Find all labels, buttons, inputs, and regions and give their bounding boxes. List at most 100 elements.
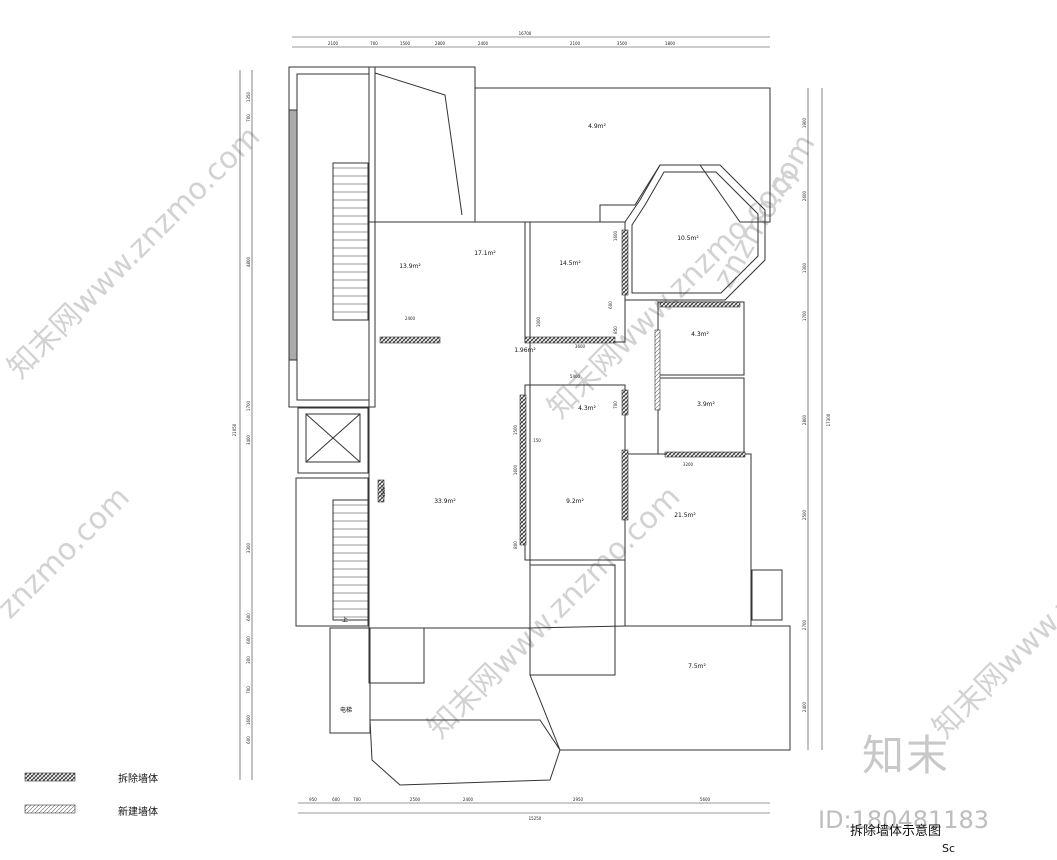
- dim-right-total: 17300: [826, 413, 831, 426]
- demo-wall-8: [664, 451, 746, 458]
- dim-left-label: 3400: [246, 434, 251, 445]
- plan-title: 拆除墙体示意图: [850, 824, 942, 839]
- dim-right-label: 2700: [802, 619, 807, 630]
- stair-lower: [332, 499, 369, 621]
- legend-swatch-new: [24, 804, 76, 814]
- dim-bottom-label: 700: [353, 797, 361, 802]
- elevator-car: [305, 413, 361, 463]
- top-storage-room: [368, 66, 476, 223]
- dimension-lines: [239, 36, 823, 814]
- dim-inner-label: 800: [513, 541, 518, 549]
- room-area-label: 13.9m²: [399, 263, 421, 270]
- legend-swatch-demolished: [24, 772, 76, 782]
- dim-inner-label: 5400: [570, 374, 581, 379]
- dim-right-label: 2400: [802, 701, 807, 712]
- room-area-label: 7.5m²: [688, 663, 706, 670]
- dim-top-label: 3500: [617, 41, 628, 46]
- bottom-terrace: [529, 625, 791, 751]
- dim-top-label: 2800: [435, 41, 446, 46]
- elevator-cross-2: [305, 413, 361, 463]
- bottom-left-balcony: [369, 719, 561, 786]
- plan-scale: Sc: [942, 842, 956, 855]
- octagon-room-inner: [631, 171, 759, 294]
- room-3-9: [657, 377, 745, 455]
- demo-wall-6: [519, 394, 527, 546]
- room-area-label: 21.5m²: [674, 512, 696, 519]
- dim-left-label: 300: [246, 656, 251, 664]
- dim-top-label: 700: [370, 41, 378, 46]
- demolished-walls: [377, 229, 746, 546]
- dim-left-label: 1350: [246, 91, 251, 102]
- room-area-label: 4.3m²: [578, 405, 596, 412]
- watermark-text-4: 知末网www.znzmo.com: [926, 479, 1057, 745]
- dim-bottom-label: 600: [332, 797, 340, 802]
- legend-new-label: 新建墙体: [118, 807, 158, 818]
- dim-bottom-total: 15250: [529, 816, 542, 821]
- dim-bottom-label: 2500: [410, 797, 421, 802]
- dim-inner-label: 2400: [405, 316, 416, 321]
- dim-top-label: 1800: [665, 41, 676, 46]
- room-area-label: 9.2m²: [566, 498, 584, 505]
- dim-left-label: 1700: [246, 400, 251, 411]
- demo-wall-5: [621, 449, 629, 521]
- dim-left-label: 3300: [246, 542, 251, 553]
- dim-right-label: 2800: [802, 414, 807, 425]
- demo-wall-10: [654, 329, 661, 411]
- dim-inner-label: 1500: [513, 424, 518, 435]
- watermark-layer: 知末网www.znzmo.com 知末网www.znzmo.com 知末网www…: [0, 119, 1057, 745]
- watermark-text-3: 知末网www.znzmo.com: [421, 479, 687, 745]
- demo-wall-1: [379, 336, 441, 344]
- stair-treads: [333, 167, 368, 618]
- dim-left-label: 700: [246, 114, 251, 122]
- room-area-label: 1.96m²: [514, 347, 536, 354]
- demo-wall-7: [659, 301, 741, 308]
- stair-up-label: 上: [342, 616, 348, 624]
- demo-wall-9: [377, 479, 385, 503]
- dim-top-total: 16700: [519, 31, 532, 36]
- dim-left-label: 600: [246, 636, 251, 644]
- room-area-label: 14.5m²: [559, 260, 581, 267]
- demo-wall-2: [524, 336, 616, 344]
- demo-wall-3: [621, 229, 629, 296]
- bottom-box-room: [529, 564, 616, 676]
- stair-upper: [332, 162, 369, 321]
- left-tower-outer: [288, 66, 376, 408]
- dim-left-label: 600: [246, 613, 251, 621]
- dim-left-labels: 1350700480017003400330060060030070016006…: [246, 91, 251, 743]
- room-area-label: 33.9m²: [434, 498, 456, 505]
- main-hall-outline: [368, 221, 531, 629]
- top-storage-diagonal: [374, 72, 463, 216]
- room-area-label: 4.9m²: [588, 123, 606, 130]
- room-area-label: 4.3m²: [691, 331, 709, 338]
- dim-top-label: 2100: [328, 41, 339, 46]
- dim-bottom-label: 2400: [463, 797, 474, 802]
- room-area-label: 10.5m²: [677, 235, 699, 242]
- dim-inner-labels: 2400540032003600100016001508507001500160…: [381, 230, 694, 548]
- watermark-id: ID:180481183: [818, 806, 990, 834]
- dim-bottom-label: 5600: [700, 797, 711, 802]
- dim-inner-label: 3200: [683, 462, 694, 467]
- top-terrace: [474, 87, 771, 223]
- elevator-shaft: [297, 407, 369, 474]
- elevator-label: 电梯: [340, 706, 352, 714]
- dim-inner-label: 150: [533, 438, 541, 443]
- dim-left-label: 1600: [246, 714, 251, 725]
- watermark-text-5: znzmo.com: [0, 480, 137, 626]
- dim-right-label: 2600: [802, 190, 807, 201]
- dim-top-label: 2400: [478, 41, 489, 46]
- dim-left-label: 4800: [246, 256, 251, 267]
- demo-wall-4: [621, 389, 629, 416]
- dim-inner-label: 850: [613, 326, 618, 334]
- dim-inner-label: 1200: [381, 486, 386, 497]
- room-area-label: 17.1m²: [474, 250, 496, 257]
- room-labels: 4.9m² 10.5m² 14.5m² 17.1m² 13.9m² 4.3m² 1.96m²…: [399, 123, 715, 670]
- dim-bottom-label: 2950: [573, 797, 584, 802]
- dim-top-label: 1500: [400, 41, 411, 46]
- dim-right-label: 1900: [802, 117, 807, 128]
- octagon-room: [624, 164, 766, 301]
- dim-inner-label: 700: [613, 401, 618, 409]
- dim-right-label: 2500: [802, 509, 807, 520]
- watermark-text-1: 知末网www.znzmo.com: [1, 119, 267, 385]
